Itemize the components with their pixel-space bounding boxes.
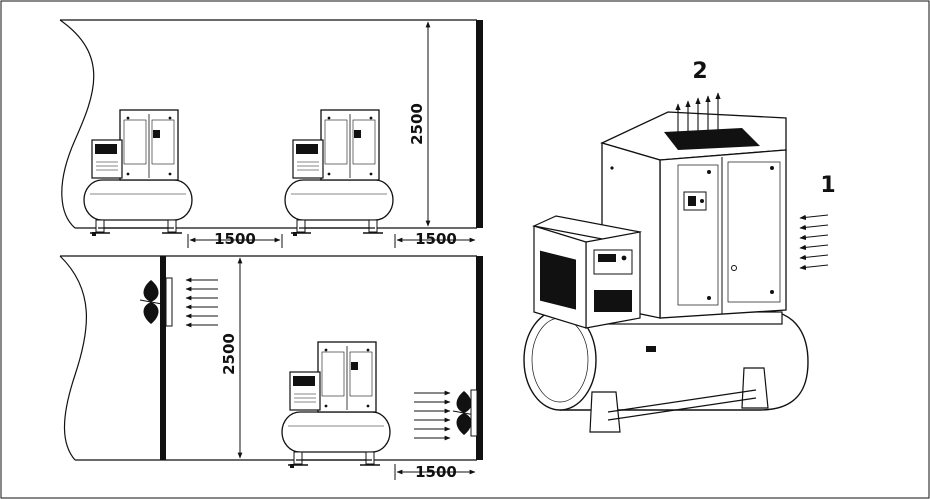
- room-bottom-cut-edge: [59, 255, 87, 461]
- detail-tank-valve: [646, 346, 656, 352]
- room-top-cut-edge: [59, 19, 95, 229]
- room-top-spacing-right-label: 1500: [415, 230, 457, 248]
- callout-intake-label: 1: [820, 173, 835, 198]
- compressor-unit-right: [284, 109, 394, 237]
- intake-fan-icon: [139, 279, 163, 325]
- room-bottom-right-wall: [476, 256, 483, 460]
- detail-foot-right: [741, 367, 769, 409]
- room-bottom: 2500 1500: [59, 255, 483, 481]
- detail-dryer-grille: [594, 290, 632, 312]
- room-bottom-spacing-label: 1500: [415, 463, 457, 481]
- room-top-wall: [476, 20, 483, 228]
- exhaust-airflow-arrows: [414, 390, 451, 441]
- detail-cabinet-front: [659, 149, 787, 319]
- exhaust-vent-grille: [470, 389, 478, 437]
- room-top-height-label: 2500: [408, 103, 426, 145]
- detail-dryer-front: [585, 231, 641, 329]
- compressor-unit-left: [83, 109, 193, 237]
- detail-intake-arrows: [799, 214, 829, 270]
- intake-vent-grille: [165, 277, 173, 327]
- detail-exhaust-arrows: [675, 92, 721, 134]
- room-bottom-left-wall: [160, 256, 166, 460]
- compressor-unit-bottom: [281, 341, 391, 469]
- detail-foot-left: [589, 391, 621, 433]
- room-top: 2500 1500 1500: [59, 19, 483, 248]
- room-top-spacing-left-label: 1500: [214, 230, 256, 248]
- detail-dryer-side-louvres: [540, 250, 576, 310]
- detail-exhaust-grille: [664, 128, 760, 150]
- room-bottom-height-label: 2500: [220, 333, 238, 375]
- intake-airflow-arrows: [185, 277, 218, 328]
- compressor-detail-view: 2 1: [523, 59, 836, 433]
- callout-exhaust-label: 2: [692, 59, 707, 84]
